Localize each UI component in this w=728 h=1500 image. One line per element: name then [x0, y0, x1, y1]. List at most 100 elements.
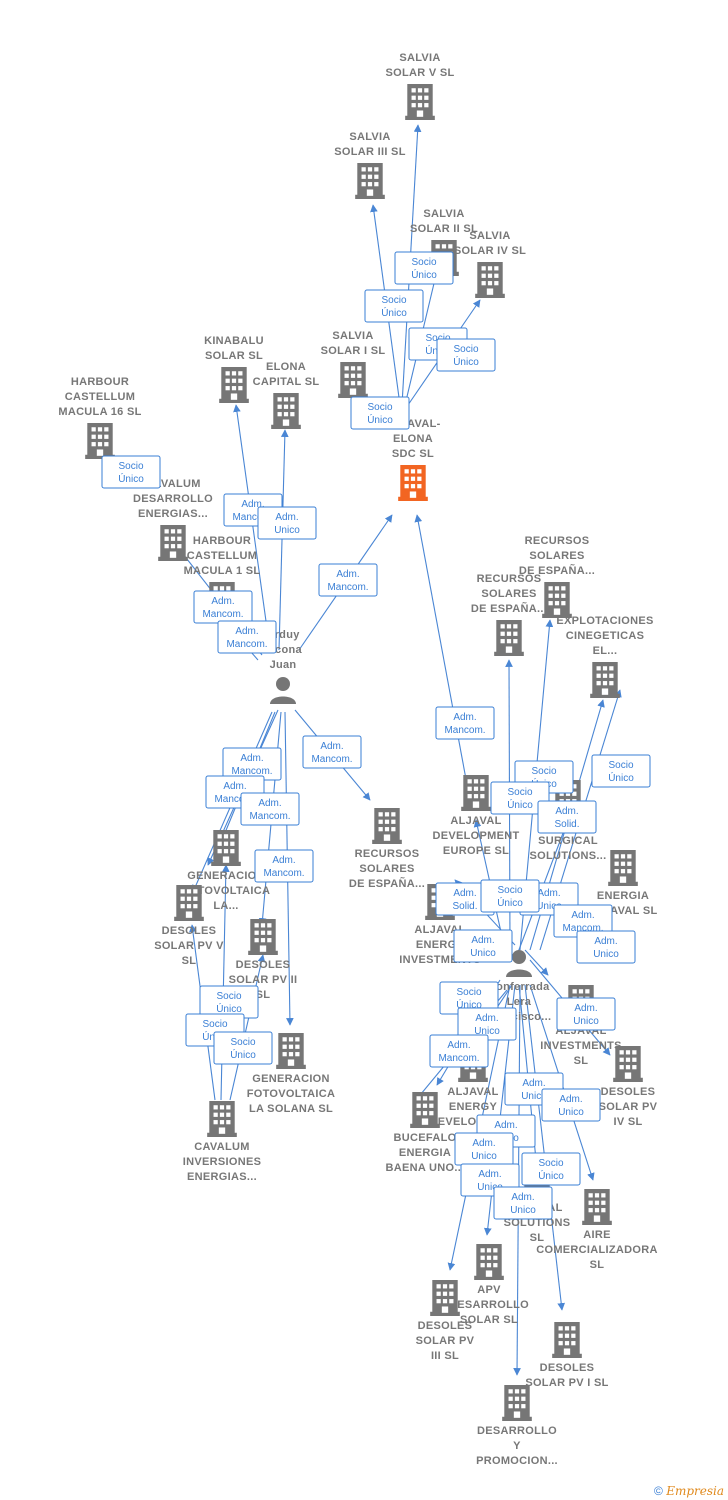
node-cavaluminv[interactable]: CAVALUMINVERSIONESENERGIAS...	[183, 1101, 262, 1183]
relation-label-r13[interactable]: Adm.Mancom.	[435, 706, 495, 740]
relation-text: Socio	[216, 991, 241, 1002]
relation-label-r34[interactable]: Adm.Mancom.	[429, 1034, 489, 1068]
relation-label-r12[interactable]: Adm.Mancom.	[302, 735, 362, 769]
relation-label-r32[interactable]: Adm.Unico	[556, 997, 616, 1031]
node-label: ENERGIAS...	[187, 1171, 257, 1183]
relation-text: Adm.	[336, 569, 359, 580]
relation-text: Unico	[471, 1151, 497, 1162]
brand-logo[interactable]: Empresia	[666, 1484, 724, 1498]
relation-text: Socio	[453, 344, 478, 355]
relation-text: Mancom.	[444, 725, 485, 736]
building-icon	[398, 465, 428, 501]
node-label: DESARROLLO	[477, 1425, 557, 1437]
relation-label-r8[interactable]: Adm.Unico	[257, 506, 317, 540]
relation-text: Único	[381, 306, 407, 319]
relation-label-r17[interactable]: Adm.Mancom.	[254, 849, 314, 883]
relation-label-r25[interactable]: Adm.Mancom.	[553, 904, 613, 938]
relation-label-r22[interactable]: Adm.Solid.	[435, 882, 495, 916]
node-cavalumdes[interactable]: CAVALUMDESARROLLOENERGIAS...	[133, 478, 213, 561]
relation-label-r38[interactable]: Adm.Unico	[454, 1132, 514, 1166]
relation-text: Mancom.	[327, 582, 368, 593]
relation-text: Adm.	[447, 1040, 470, 1051]
node-explot[interactable]: EXPLOTACIONESCINEGETICASEL...	[556, 615, 653, 698]
relation-label-r10[interactable]: Adm.Mancom.	[193, 590, 253, 624]
edge-8	[278, 429, 289, 651]
node-label: SL	[182, 955, 197, 967]
relation-label-r33[interactable]: Adm.Unico	[457, 1007, 517, 1041]
relation-box	[493, 1186, 553, 1220]
node-label: ELONA	[266, 361, 306, 373]
relation-label-r41[interactable]: Adm.Unico	[493, 1186, 553, 1220]
relation-label-r11[interactable]: Adm.Mancom.	[217, 620, 277, 654]
node-label: MACULA 16 SL	[58, 406, 141, 418]
node-label: CINEGETICAS	[566, 630, 644, 642]
node-genfotola[interactable]: GENERACIONFOTOVOLTAICALA...	[182, 830, 271, 912]
relation-text: Único	[216, 1002, 242, 1015]
building-icon	[552, 1322, 582, 1358]
relation-label-r27[interactable]: Adm.Unico	[576, 930, 636, 964]
node-label: DE ESPAÑA...	[471, 602, 547, 615]
node-label: SOLAR II SL	[410, 223, 478, 235]
node-label: SOLARES	[529, 550, 584, 562]
node-label: RECURSOS	[477, 573, 542, 585]
node-label: Juan	[270, 659, 297, 671]
building-icon	[211, 830, 241, 866]
relation-label-r9[interactable]: Adm. Mancom.	[318, 563, 378, 597]
building-icon	[430, 1280, 460, 1316]
relation-label-r26[interactable]: Adm.Unico	[453, 929, 513, 963]
node-label: ENERGIAS...	[138, 508, 208, 520]
relation-box	[318, 563, 378, 597]
relation-text: Adm.	[211, 596, 234, 607]
relation-box	[394, 251, 454, 285]
relation-label-r21[interactable]: Adm.Solid.	[537, 800, 597, 834]
relation-text: Mancom.	[226, 639, 267, 650]
relation-label-r36[interactable]: Adm.Unico	[541, 1088, 601, 1122]
relation-text: Socio	[202, 1019, 227, 1030]
relation-label-r16[interactable]: Adm.Mancom.	[240, 792, 300, 826]
node-label: AIRE	[583, 1229, 610, 1241]
node-label: SOLAR IV SL	[454, 245, 526, 257]
building-icon	[461, 775, 491, 811]
node-label: DESOLES	[601, 1086, 656, 1098]
relation-box	[435, 706, 495, 740]
relation-label-r14[interactable]: Adm.Mancom.	[222, 747, 282, 781]
node-label: DESARROLLO	[449, 1299, 529, 1311]
node-desarrollo[interactable]: DESARROLLOYPROMOCION...	[476, 1385, 558, 1467]
node-label: DESARROLLO	[133, 493, 213, 505]
